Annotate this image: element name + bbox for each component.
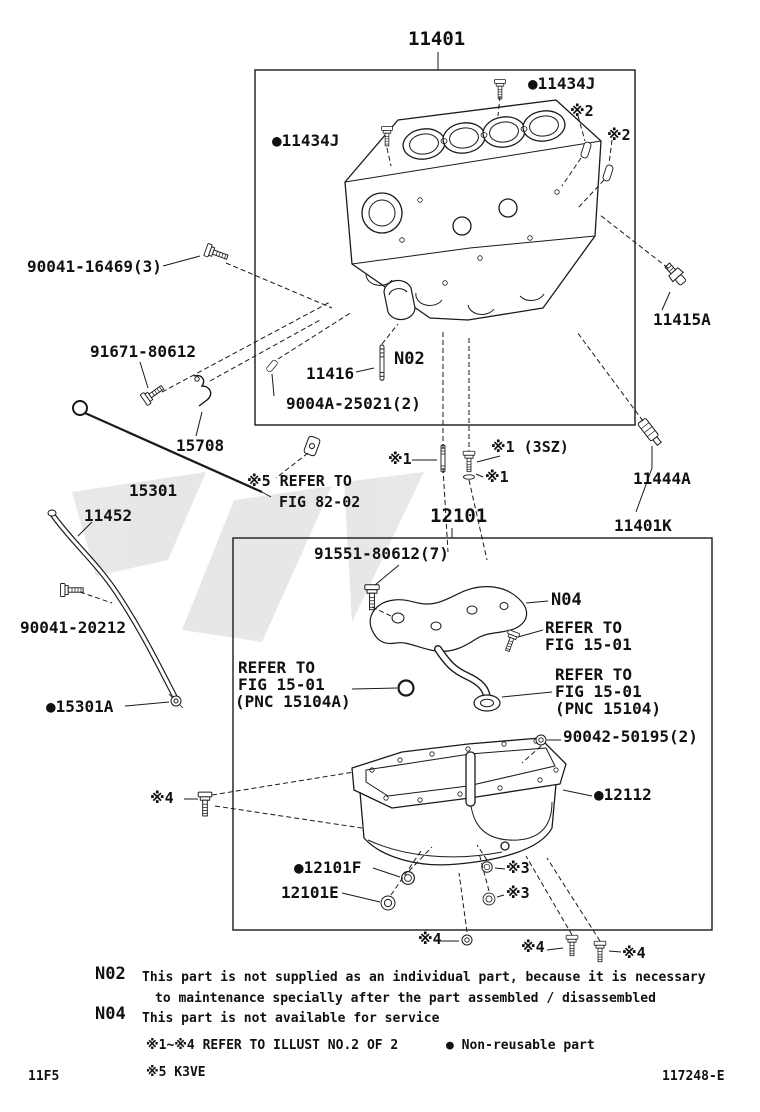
dashed-leader-lines	[79, 95, 669, 942]
bolt-rem4-drawing	[593, 940, 607, 963]
callout-rem4-d: ※4	[622, 944, 646, 962]
callout-refer-right2-line3: (PNC 15104)	[555, 699, 661, 718]
note-n02-text-line2: to maintenance specially after the part …	[155, 991, 656, 1006]
footer-page-code: 11F5	[28, 1069, 60, 1084]
callout-11434j-top: ●11434J	[528, 74, 596, 93]
callout-9004a-25021: 9004A-25021(2)	[286, 394, 421, 413]
washer-drawing	[463, 474, 475, 480]
callout-rem4-c: ※4	[521, 938, 545, 956]
callout-refer-left-line2: FIG 15-01	[238, 675, 325, 694]
solid-leader-lines	[77, 52, 671, 953]
callout-rem4-a: ※4	[150, 789, 174, 807]
callout-12101f: ●12101F	[294, 858, 362, 877]
callout-rem1-3sz: ※1 (3SZ)	[491, 438, 569, 456]
drain-plug-12101e-drawing	[380, 895, 396, 911]
callout-11416: 11416	[306, 364, 355, 383]
note-n02-label: N02	[95, 964, 126, 984]
callout-rem2-a: ※2	[570, 102, 594, 120]
baffle-plate-drawing	[369, 586, 528, 652]
nut-rem4-drawing	[461, 934, 473, 946]
callout-11444a: 11444A	[633, 469, 691, 488]
bolt-washer-drawing	[462, 450, 476, 473]
clamp-bracket-drawing	[303, 435, 321, 457]
sensor-11415a-drawing	[664, 262, 687, 286]
callout-11401k: 11401K	[614, 516, 672, 535]
gasket-12101f-drawing	[401, 871, 415, 885]
dipstick-15301-drawing	[72, 400, 272, 498]
callout-refer-right2-line1: REFER TO	[555, 665, 633, 684]
callout-15708: 15708	[176, 436, 225, 455]
oil-strainer-drawing	[434, 645, 501, 712]
note-rem5-k3ve: ※5 K3VE	[146, 1065, 206, 1080]
note-n04-label: N04	[95, 1004, 126, 1024]
callout-11434j-left: ●11434J	[272, 131, 340, 150]
upper-diagram-box	[254, 69, 636, 426]
note-n02-text-line1: This part is not supplied as an individu…	[142, 970, 706, 985]
o-ring-drawing	[397, 679, 415, 697]
bolt-fig1501-drawing	[501, 629, 521, 654]
grommet-15301a-drawing	[168, 693, 184, 709]
callout-refer-left-line3: (PNC 15104A)	[235, 692, 351, 711]
bolt-rem4-drawing	[565, 934, 579, 957]
callout-refer-right2-line2: FIG 15-01	[555, 682, 642, 701]
watermark	[72, 472, 424, 642]
callout-90042-50195: 90042-50195(2)	[563, 727, 698, 746]
bolt-91551-drawing	[364, 584, 380, 611]
callout-rem1-a: ※1	[388, 450, 412, 468]
note-refer-illust: ※1~※4 REFER TO ILLUST NO.2 OF 2	[146, 1038, 399, 1053]
bolt-90041-16469-drawing	[203, 242, 230, 264]
callout-15301a: ●15301A	[46, 697, 114, 716]
dowel-pin-drawing	[601, 163, 615, 183]
callout-n04: N04	[551, 590, 582, 610]
clip-15708-drawing	[193, 374, 212, 407]
callout-refer-right1-line1: REFER TO	[545, 618, 623, 637]
callout-11401: 11401	[408, 28, 466, 50]
note-non-reusable: ● Non-reusable part	[446, 1038, 595, 1053]
callout-91551-80612: 91551-80612(7)	[314, 544, 449, 563]
callout-rem3-b: ※3	[506, 884, 530, 902]
bearing-cap-drawing	[383, 279, 416, 321]
callout-90041-20212: 90041-20212	[20, 618, 126, 637]
callout-rem4-b: ※4	[418, 930, 442, 948]
callout-rem5-refer-line2: FIG 82-02	[279, 493, 361, 511]
stud-11416-drawing	[379, 344, 385, 381]
lower-diagram-box	[232, 537, 713, 931]
callout-90041-16469: 90041-16469(3)	[27, 257, 162, 276]
callout-91671-80612: 91671-80612	[90, 342, 196, 361]
callout-rem3-a: ※3	[506, 859, 530, 877]
oil-pan-drawing	[351, 737, 567, 866]
note-n04-text: This part is not available for service	[142, 1011, 440, 1026]
callout-12101e: 12101E	[281, 883, 339, 902]
footer-figure-code: 117248-E	[662, 1069, 725, 1084]
gasket-rem3-drawing	[481, 861, 493, 873]
callout-refer-right1-line2: FIG 15-01	[545, 635, 632, 654]
bolt-rem4-drawing	[197, 791, 213, 817]
cylinder-block-drawing	[344, 99, 602, 321]
callout-11452: 11452	[84, 506, 133, 525]
bolt-90041-20212-drawing	[60, 583, 84, 597]
callout-rem1-b: ※1	[485, 468, 509, 486]
callout-rem5-refer-line1: ※5 REFER TO	[247, 472, 352, 490]
bolt-91671-drawing	[139, 381, 167, 407]
callout-12112: ●12112	[594, 785, 652, 804]
nut-90042-drawing	[535, 734, 547, 746]
callout-n02: N02	[394, 349, 425, 369]
plug-9004a-drawing	[265, 358, 279, 374]
plug-rem3-drawing	[482, 892, 496, 906]
callout-11415a: 11415A	[653, 310, 711, 329]
callout-rem2-b: ※2	[607, 126, 631, 144]
stud-drawing	[440, 444, 446, 473]
callout-12101: 12101	[430, 505, 488, 527]
callout-refer-left-line1: REFER TO	[238, 658, 316, 677]
callout-15301: 15301	[129, 481, 178, 500]
valve-11444a-drawing	[637, 418, 662, 447]
guide-tube-11452-drawing	[47, 509, 178, 700]
